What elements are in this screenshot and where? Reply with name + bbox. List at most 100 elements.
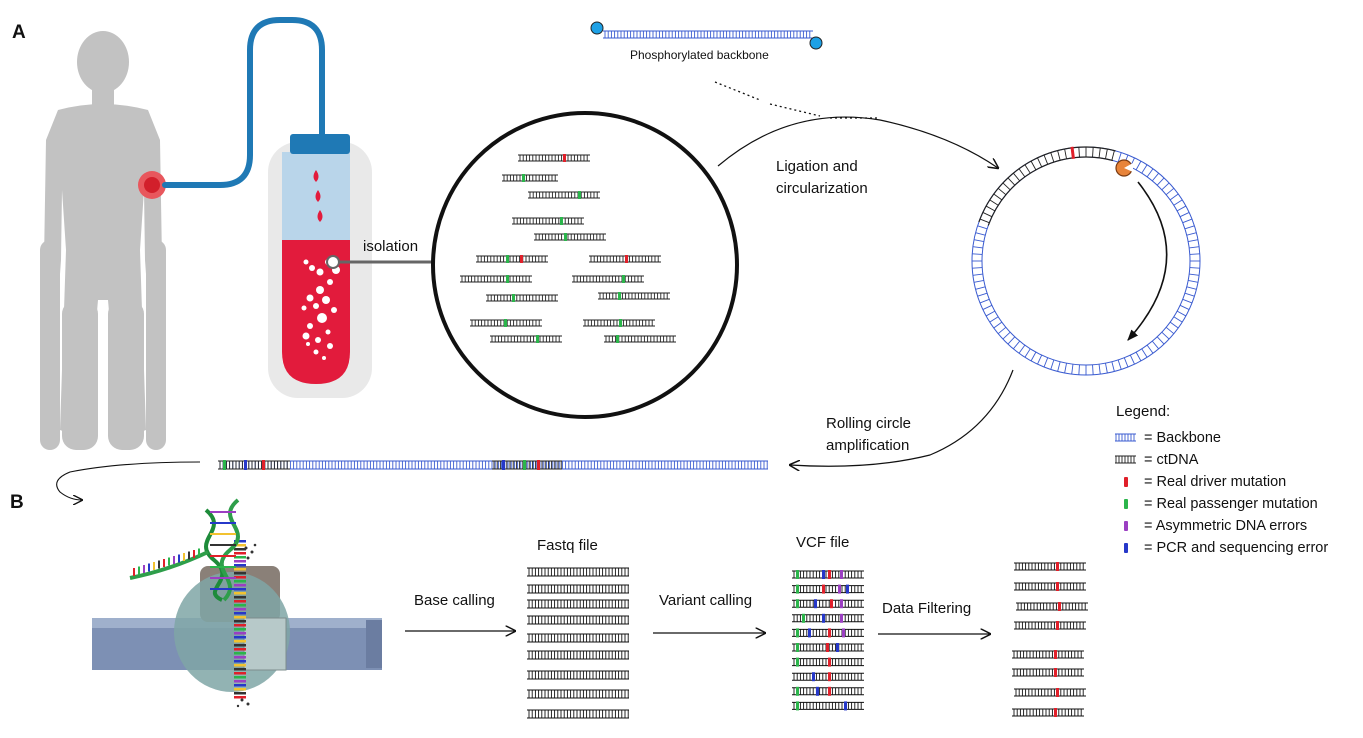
fastq-read — [527, 584, 629, 594]
cfdna-magnifier-circle — [431, 111, 739, 419]
filtered-read — [1016, 602, 1088, 611]
vcf-read — [792, 686, 864, 696]
pcr-mark — [846, 584, 849, 594]
passenger-mark — [796, 628, 799, 638]
driver-mark — [537, 460, 540, 470]
fastq-read — [527, 599, 629, 609]
ctdna-fragment — [486, 294, 558, 302]
vcf-read — [792, 613, 864, 623]
driver-mark — [1054, 668, 1057, 677]
pcr-mark — [822, 570, 825, 579]
passenger-mark — [512, 294, 515, 302]
fastq-reads — [527, 567, 629, 719]
driver-legend-icon — [1124, 477, 1128, 487]
phosphate-end-right-icon — [809, 36, 823, 50]
asymmetric-mark — [840, 613, 843, 623]
vcf-read — [792, 628, 864, 638]
legend-item-label: = ctDNA — [1144, 452, 1199, 468]
pcr-mark — [822, 613, 825, 623]
backbone-strand — [603, 30, 813, 39]
ctdna-fragment — [518, 154, 590, 162]
pcr-legend-icon — [1124, 543, 1128, 553]
blood-tube-icon — [268, 134, 372, 398]
legend-item-label: = Asymmetric DNA errors — [1144, 518, 1308, 534]
passenger-mark — [618, 292, 621, 300]
passenger-mark — [796, 584, 799, 594]
passenger-mark — [796, 701, 799, 711]
ctdna-segment — [218, 460, 290, 470]
driver-mark — [828, 628, 831, 638]
ctdna-fragment — [534, 233, 606, 241]
pcr-mark — [816, 686, 819, 696]
human-silhouette-icon — [40, 31, 166, 450]
ctdna-fragment — [583, 319, 655, 327]
ctdna-fragment — [460, 275, 532, 283]
driver-mark — [1054, 708, 1057, 717]
legend-item-passenger: = Real passenger mutation — [1114, 496, 1318, 512]
fastq-title: Fastq file — [537, 537, 598, 554]
driver-mark — [828, 686, 831, 696]
ctdna-fragment — [598, 292, 670, 300]
asymmetric-mark — [838, 584, 841, 594]
filtered-read — [1012, 650, 1084, 659]
legend-item-backbone: = Backbone — [1114, 430, 1221, 446]
filtered-read — [1012, 708, 1084, 717]
passenger-mark — [536, 335, 539, 343]
driver-mark — [828, 570, 831, 579]
driver-mark — [1058, 602, 1061, 611]
driver-mark — [830, 599, 833, 609]
vcf-read — [792, 643, 864, 652]
passenger-mark — [796, 599, 799, 609]
vcf-read — [792, 657, 864, 667]
driver-mark — [828, 672, 831, 682]
filtered-read — [1014, 688, 1086, 697]
pcr-mark — [808, 628, 811, 638]
pcr-mark — [244, 460, 247, 470]
ligation-label: Ligation and circularization — [776, 158, 868, 197]
legend-item-label: = Real passenger mutation — [1144, 496, 1318, 512]
driver-mark — [1056, 621, 1059, 630]
fastq-read — [527, 709, 629, 719]
passenger-mark — [796, 570, 799, 579]
driver-mark — [1056, 688, 1059, 697]
pcr-mark — [836, 643, 839, 652]
passenger-mark — [578, 191, 581, 199]
ctdna-fragment — [476, 255, 548, 263]
passenger-mark — [523, 460, 526, 470]
base-calling-label: Base calling — [414, 592, 495, 609]
ctdna-fragment — [572, 275, 644, 283]
passenger-legend-icon — [1124, 499, 1128, 509]
ctdna-fragment — [490, 335, 562, 343]
fastq-read — [527, 567, 629, 577]
ctdna-fragment — [502, 174, 558, 182]
legend-item-ctdna: = ctDNA — [1114, 452, 1198, 468]
passenger-mark — [796, 657, 799, 667]
phosphorylated-backbone-strand — [603, 30, 813, 39]
sequencing-arrow — [56, 461, 201, 500]
filtered-read — [1014, 621, 1086, 630]
data-filtering-label: Data Filtering — [882, 600, 972, 617]
rca-concatemer-strand — [218, 460, 768, 470]
filtered-reads — [1012, 562, 1088, 717]
pcr-mark — [812, 672, 815, 682]
backbone-strand — [218, 460, 768, 470]
passenger-mark — [802, 613, 805, 623]
vcf-read — [792, 599, 864, 609]
driver-mark — [1070, 146, 1075, 159]
passenger-mark — [504, 319, 507, 327]
passenger-mark — [564, 233, 567, 241]
ctdna-fragment — [589, 255, 661, 263]
vcf-read — [792, 570, 864, 579]
ctdna-fragments — [460, 154, 676, 343]
filtered-read — [1014, 562, 1086, 571]
legend-item-pcr: = PCR and sequencing error — [1114, 540, 1328, 556]
ctdna-fragment — [528, 191, 600, 199]
phosphate-end-left-icon — [590, 21, 604, 35]
rolling-circle-label: Rolling circle amplification — [826, 415, 912, 454]
passenger-mark — [506, 275, 509, 283]
asymmetric-mark — [840, 570, 843, 579]
driver-mark — [625, 255, 628, 263]
panel-label-a: A — [12, 22, 26, 43]
legend-title: Legend: — [1116, 403, 1171, 420]
